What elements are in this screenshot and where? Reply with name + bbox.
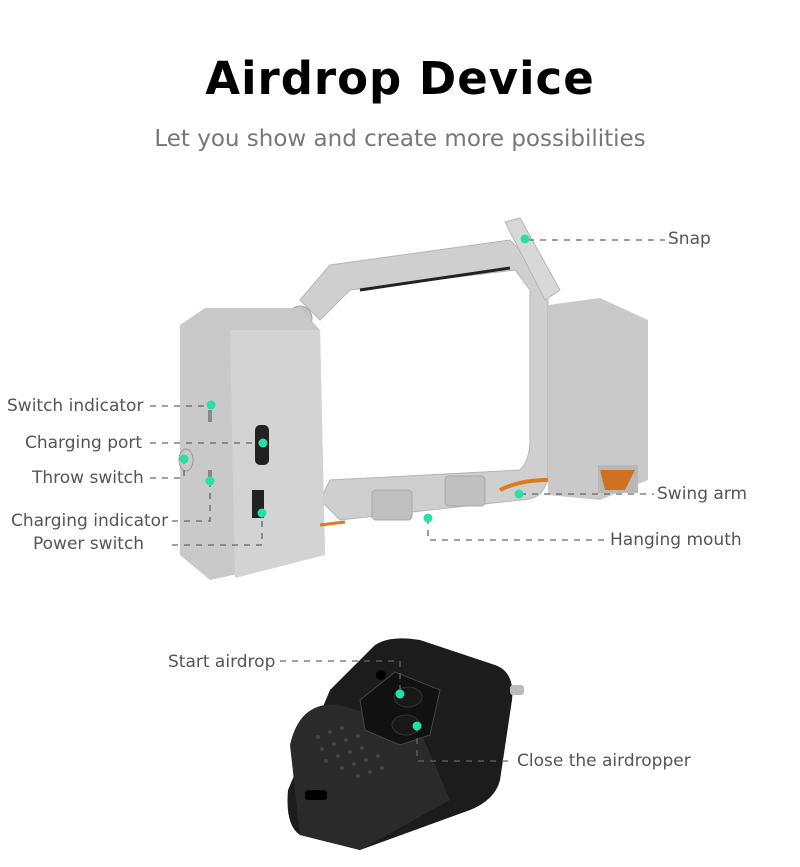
label-snap: Snap	[668, 229, 711, 249]
charging-indicator-marker	[205, 476, 215, 486]
hanging-mouth-leader	[427, 518, 606, 541]
snap-marker	[520, 234, 530, 244]
airdrop-device-image	[178, 217, 648, 580]
page-subtitle: Let you show and create more possibiliti…	[154, 126, 646, 152]
label-close-airdropper: Close the airdropper	[517, 751, 691, 771]
power-switch-marker	[257, 508, 267, 518]
label-swing-arm: Swing arm	[657, 484, 748, 504]
label-throw-switch: Throw switch	[32, 468, 144, 488]
swing-arm-marker	[514, 489, 524, 499]
throw-switch-marker	[179, 454, 189, 464]
charging-port-marker	[258, 438, 268, 448]
charging-indicator-leader	[172, 481, 211, 522]
label-power-switch: Power switch	[33, 534, 145, 554]
switch-indicator-marker	[206, 400, 216, 410]
close-airdropper-leader	[416, 726, 512, 762]
label-start-airdrop: Start airdrop	[168, 652, 276, 672]
hanging-mouth-marker	[423, 513, 433, 523]
label-hanging-mouth: Hanging mouth	[610, 530, 742, 550]
remote-control-image	[287, 638, 524, 850]
label-charging-port: Charging port	[25, 433, 143, 453]
page-title: Airdrop Device	[205, 52, 595, 105]
start-airdrop-marker	[395, 689, 405, 699]
close-airdropper-marker	[412, 721, 422, 731]
label-switch-indicator: Switch indicator	[7, 396, 144, 416]
power-switch-leader	[172, 513, 263, 546]
start-airdrop-leader	[280, 660, 401, 694]
label-charging-indicator: Charging indicator	[11, 511, 169, 531]
